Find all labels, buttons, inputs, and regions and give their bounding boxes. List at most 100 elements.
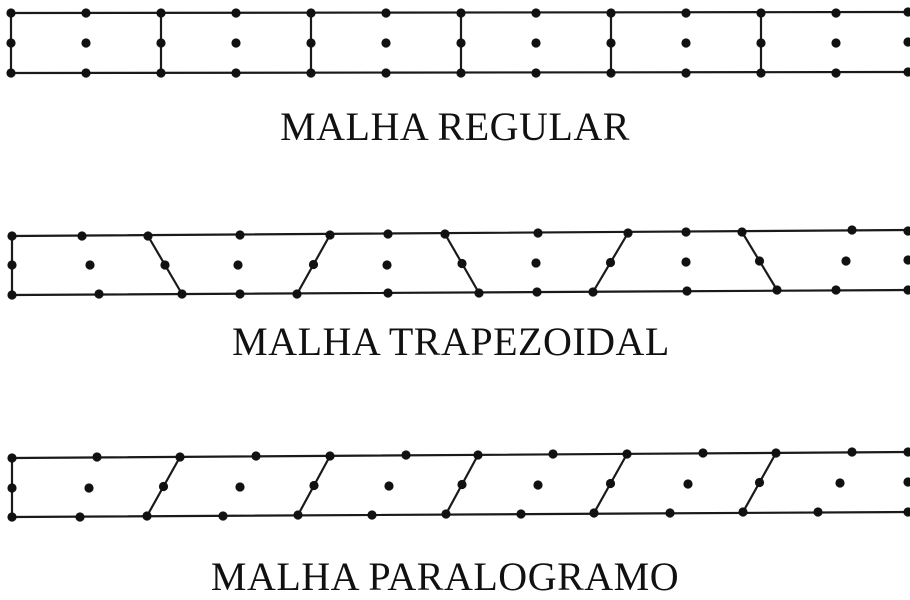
mesh-node bbox=[756, 68, 766, 78]
mesh-node bbox=[306, 38, 316, 48]
mesh-edge-bottom bbox=[10, 288, 910, 297]
mesh-node bbox=[606, 38, 616, 48]
mesh-node bbox=[531, 68, 541, 78]
mesh-node bbox=[681, 38, 691, 48]
mesh-node bbox=[6, 38, 16, 48]
mesh-node bbox=[847, 225, 857, 235]
mesh-node bbox=[589, 508, 599, 518]
mesh-node bbox=[831, 38, 841, 48]
mesh-node bbox=[533, 228, 543, 238]
mesh-node bbox=[903, 477, 910, 487]
mesh-node bbox=[548, 449, 558, 459]
mesh-node bbox=[233, 260, 243, 270]
mesh-node bbox=[831, 68, 841, 78]
mesh-node bbox=[383, 229, 393, 239]
mesh-node bbox=[531, 38, 541, 48]
mesh-node bbox=[698, 448, 708, 458]
mesh-node bbox=[841, 256, 851, 266]
mesh-node bbox=[456, 68, 466, 78]
mesh-node bbox=[771, 448, 781, 458]
mesh-node bbox=[85, 260, 95, 270]
mesh-node bbox=[158, 481, 169, 492]
mesh-node bbox=[813, 507, 823, 517]
mesh-node bbox=[903, 7, 910, 17]
mesh-parallelogram-strip bbox=[7, 447, 910, 522]
mesh-node bbox=[588, 287, 598, 297]
mesh-node bbox=[325, 230, 335, 240]
mesh-node bbox=[77, 231, 87, 241]
mesh-node bbox=[903, 37, 910, 47]
mesh-node bbox=[531, 258, 541, 268]
mesh-node bbox=[384, 481, 394, 491]
mesh-node bbox=[81, 38, 91, 48]
mesh-node bbox=[903, 507, 910, 517]
mesh-node bbox=[681, 227, 691, 237]
mesh-node bbox=[473, 450, 483, 460]
mesh-node bbox=[681, 68, 691, 78]
mesh-regular-strip bbox=[6, 7, 910, 78]
mesh-node bbox=[156, 8, 166, 18]
mesh-node bbox=[682, 286, 692, 296]
mesh-node bbox=[84, 483, 94, 493]
mesh-node bbox=[532, 287, 542, 297]
mesh-node bbox=[383, 288, 393, 298]
mesh-node bbox=[235, 289, 245, 299]
mesh-node bbox=[382, 260, 392, 270]
mesh-node bbox=[622, 449, 632, 459]
mesh-node bbox=[903, 255, 910, 265]
mesh-node bbox=[606, 8, 616, 18]
mesh-node bbox=[681, 8, 691, 18]
mesh-node bbox=[7, 512, 17, 522]
mesh-node bbox=[143, 231, 153, 241]
mesh-node bbox=[325, 451, 335, 461]
mesh-node bbox=[175, 452, 185, 462]
mesh-node bbox=[156, 68, 166, 78]
mesh-node bbox=[381, 8, 391, 18]
mesh-node bbox=[293, 510, 303, 520]
mesh-node bbox=[605, 257, 616, 268]
caption-trapezoidal-mesh: MALHA TRAPEZOIDAL bbox=[232, 319, 670, 364]
mesh-node bbox=[835, 478, 845, 488]
mesh-node bbox=[456, 38, 466, 48]
mesh-node bbox=[92, 452, 102, 462]
mesh-node bbox=[306, 8, 316, 18]
mesh-node bbox=[309, 480, 319, 491]
mesh-node bbox=[235, 482, 245, 492]
mesh-node bbox=[903, 226, 910, 236]
mesh-node bbox=[516, 509, 526, 519]
mesh-node bbox=[605, 478, 616, 489]
mesh-node bbox=[218, 511, 228, 521]
mesh-node bbox=[308, 259, 319, 270]
mesh-node bbox=[156, 38, 166, 48]
mesh-node bbox=[381, 68, 391, 78]
mesh-node bbox=[6, 8, 16, 18]
mesh-node bbox=[7, 483, 17, 493]
mesh-node bbox=[531, 8, 541, 18]
mesh-node bbox=[754, 477, 765, 488]
caption-regular-mesh: MALHA REGULAR bbox=[280, 104, 630, 149]
mesh-node bbox=[533, 480, 543, 490]
mesh-node bbox=[142, 511, 152, 521]
mesh-node bbox=[457, 479, 467, 490]
mesh-node bbox=[738, 507, 748, 517]
mesh-node bbox=[6, 68, 16, 78]
mesh-node bbox=[683, 479, 693, 489]
mesh-edge-bottom bbox=[10, 510, 910, 519]
mesh-node bbox=[231, 38, 241, 48]
mesh-node bbox=[754, 256, 765, 266]
mesh-trapezoidal-strip bbox=[7, 225, 910, 300]
mesh-node bbox=[681, 257, 691, 267]
mesh-node bbox=[367, 510, 377, 520]
caption-parallelogram-mesh: MALHA PARALOGRAMO bbox=[210, 554, 680, 599]
mesh-node bbox=[7, 231, 17, 241]
mesh-node bbox=[441, 509, 451, 519]
mesh-node bbox=[665, 508, 675, 518]
mesh-node bbox=[737, 227, 747, 237]
mesh-node bbox=[756, 38, 766, 48]
mesh-node bbox=[292, 289, 302, 299]
mesh-node bbox=[81, 68, 91, 78]
mesh-edge-top bbox=[10, 450, 910, 460]
mesh-node bbox=[81, 8, 91, 18]
mesh-node bbox=[381, 38, 391, 48]
